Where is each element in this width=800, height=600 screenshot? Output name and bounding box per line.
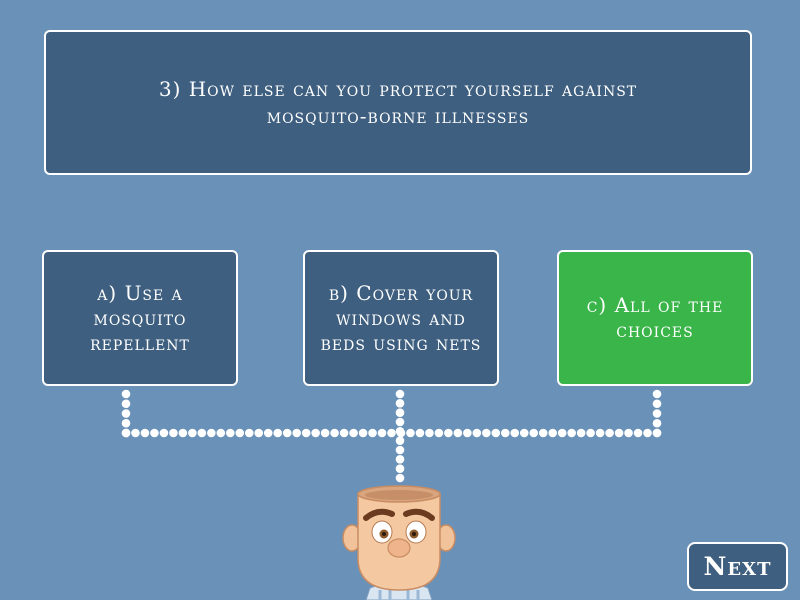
- connector-dot: [595, 428, 605, 438]
- connector-dot: [121, 428, 131, 438]
- connector-dot: [643, 428, 652, 438]
- choice-a-label: a) Use a mosquito repellent: [90, 280, 190, 355]
- connector-dot: [216, 428, 226, 438]
- connector-dot: [311, 428, 320, 438]
- connector-dot: [244, 428, 254, 438]
- connector-dot: [207, 428, 216, 438]
- connector-dot: [395, 408, 405, 417]
- connector-dot: [415, 428, 425, 438]
- connector-dot: [548, 428, 557, 438]
- connector-dot: [358, 428, 368, 438]
- connector-dot: [339, 428, 349, 438]
- connector-dot: [453, 428, 463, 438]
- connector-dot: [472, 428, 482, 438]
- connector-dot: [368, 428, 377, 438]
- connector-dot: [652, 409, 662, 418]
- connector-dot: [567, 428, 576, 438]
- choice-c-button[interactable]: c) All of the choices: [557, 250, 753, 386]
- connector-dot: [235, 428, 245, 438]
- connector-dot: [197, 428, 207, 438]
- question-text: 3) How else can you protect yourself aga…: [158, 76, 638, 128]
- connector-dot: [395, 473, 405, 483]
- connector-dot: [395, 436, 405, 445]
- connector-dot: [652, 418, 662, 428]
- connector-dot: [140, 428, 150, 438]
- connector-dot: [510, 428, 520, 438]
- connector-dot: [188, 428, 197, 438]
- connector-dot: [159, 428, 169, 438]
- connector-dot: [463, 428, 472, 438]
- connector-dot: [557, 428, 567, 438]
- connector-dot: [425, 428, 434, 438]
- connector-dot: [614, 428, 624, 438]
- connector-dot: [320, 428, 330, 438]
- choice-b-label: b) Cover your windows and beds using net…: [320, 280, 482, 355]
- connector-dot: [121, 409, 131, 418]
- connector-dot: [652, 428, 662, 438]
- connector-dot: [605, 428, 614, 438]
- connector-dot: [633, 428, 643, 438]
- connector-dot: [529, 428, 539, 438]
- connector-dot: [396, 428, 406, 438]
- connector-dot: [254, 428, 264, 438]
- connector-dot: [292, 428, 301, 438]
- connector-dot: [330, 428, 339, 438]
- connector-dot: [150, 428, 159, 438]
- connector-dot: [576, 428, 586, 438]
- question-box: 3) How else can you protect yourself aga…: [44, 30, 752, 175]
- connector-dot: [395, 399, 405, 408]
- connector-dot: [349, 428, 358, 438]
- connector-dot: [434, 428, 444, 438]
- connector-dot: [586, 428, 595, 438]
- connector-dot: [491, 428, 501, 438]
- connector-dot: [121, 418, 131, 428]
- connector-dot: [652, 399, 662, 409]
- connector-dot: [377, 428, 387, 438]
- connector-dot: [538, 428, 548, 438]
- connector-dot: [500, 428, 510, 438]
- connector-dot: [169, 428, 178, 438]
- character-avatar: [342, 485, 456, 600]
- connector-dot: [387, 428, 396, 438]
- connector-dot: [406, 428, 415, 438]
- connector-dot: [273, 428, 283, 438]
- connector-dot: [519, 428, 529, 438]
- choice-b-button[interactable]: b) Cover your windows and beds using net…: [303, 250, 499, 386]
- connector-dot: [226, 428, 235, 438]
- connector-dot: [282, 428, 292, 438]
- connector-dot: [301, 428, 311, 438]
- next-button[interactable]: Next: [687, 542, 788, 591]
- connector-dot: [121, 399, 131, 409]
- connector-dot: [178, 428, 188, 438]
- connector-dot: [395, 455, 405, 464]
- connector-dot: [121, 389, 131, 399]
- connector-dot: [482, 428, 491, 438]
- connector-dot: [395, 464, 405, 473]
- connector-dot: [395, 389, 405, 399]
- choice-c-label: c) All of the choices: [586, 293, 724, 342]
- connector-dot: [263, 428, 273, 438]
- connector-dot: [652, 389, 662, 399]
- connector-dot: [395, 417, 405, 427]
- connector-dot: [444, 428, 453, 438]
- choice-a-button[interactable]: a) Use a mosquito repellent: [42, 250, 238, 386]
- connector-dot: [624, 428, 633, 438]
- connector-dot: [395, 445, 405, 455]
- connector-dot: [131, 428, 140, 438]
